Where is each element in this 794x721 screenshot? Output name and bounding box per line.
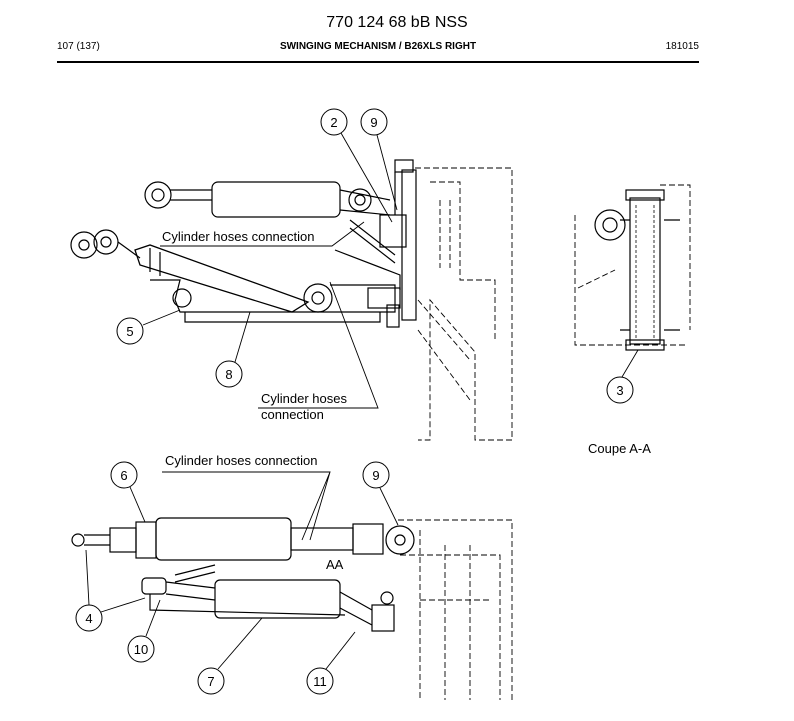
- upper-bolt-head: [394, 159, 414, 173]
- page-number: 107 (137): [57, 41, 100, 52]
- bottom-assembly: AA Cylinder hoses connection 6 9 4 10 7 …: [71, 453, 513, 700]
- callout-6: 6: [120, 468, 127, 483]
- lower-cylinder: [70, 229, 333, 313]
- callout-3: 3: [616, 383, 623, 398]
- upper-bracket: [379, 214, 407, 248]
- hoses-label-top: Cylinder hoses connection: [162, 229, 314, 244]
- section-bolt: [629, 197, 661, 345]
- callout-9-top: 9: [370, 115, 377, 130]
- section-title: SWINGING MECHANISM / B26XLS RIGHT: [279, 41, 477, 52]
- section-view: 3 Coupe A-A: [574, 184, 691, 456]
- upper-linkage: [349, 219, 396, 264]
- header-rule: [57, 61, 699, 63]
- callout-7: 7: [207, 674, 214, 689]
- cylinder-6-assembly: [71, 517, 415, 561]
- callout-5: 5: [126, 324, 133, 339]
- aa-marker: AA: [326, 557, 344, 572]
- callout-10: 10: [134, 642, 148, 657]
- cylinder-7-assembly: [141, 564, 395, 632]
- callout-4: 4: [85, 611, 92, 626]
- callout-2: 2: [330, 115, 337, 130]
- lower-arm: [150, 279, 401, 328]
- top-frame: [415, 167, 513, 441]
- section-label: Coupe A-A: [588, 441, 651, 456]
- callout-8: 8: [225, 367, 232, 382]
- top-assembly: 2 9 5 8 Cylinder hoses connection Cylind…: [70, 108, 513, 441]
- document-number: 770 124 68 bB NSS: [326, 14, 468, 31]
- date-code: 181015: [665, 41, 699, 52]
- upper-cylinder: [144, 181, 391, 218]
- hoses-label-middle-line2: connection: [261, 407, 324, 422]
- callout-11: 11: [313, 674, 327, 689]
- callout-9-bottom: 9: [372, 468, 379, 483]
- hoses-label-bottom: Cylinder hoses connection: [165, 453, 317, 468]
- hoses-label-middle-line1: Cylinder hoses: [261, 391, 347, 406]
- mounting-plate: [401, 169, 417, 321]
- linkage-arm: [334, 249, 401, 290]
